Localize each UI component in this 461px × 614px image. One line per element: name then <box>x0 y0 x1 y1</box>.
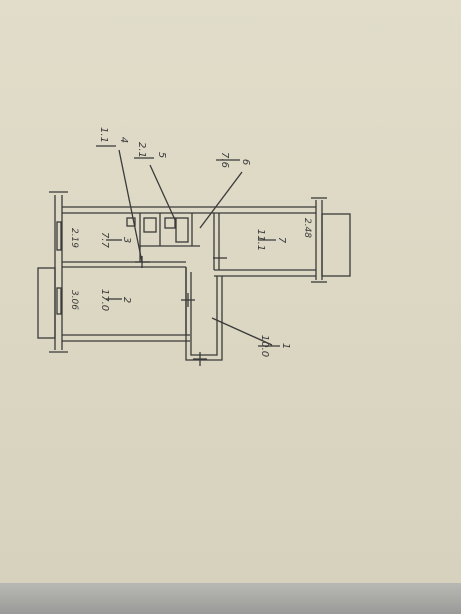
room-7-number: 7 <box>276 237 287 244</box>
room-2-number: 2 <box>121 297 132 303</box>
leader-room-1 <box>211 317 273 346</box>
room-1-number: 1 <box>280 343 291 349</box>
room-4-number: 4 <box>118 137 129 143</box>
leader-room-5 <box>149 164 177 223</box>
sink-fixture <box>126 217 136 227</box>
room-4-area: 1.1 <box>98 127 109 143</box>
room-5-area: 2.1 <box>136 142 147 158</box>
leader-room-4 <box>118 149 143 263</box>
room-3-area: 7.7 <box>99 232 110 249</box>
balcony-right <box>321 213 351 277</box>
bath-fixture <box>164 217 176 229</box>
leader-room-6 <box>199 171 243 229</box>
floor-plan-sheet <box>0 0 461 590</box>
window-kitchen <box>56 221 62 251</box>
dimension-bedroom-width: 2.48 <box>302 218 312 238</box>
room-7-area: 11.1 <box>255 229 266 251</box>
toilet-fixture <box>143 217 157 233</box>
corridor-outline <box>185 267 223 361</box>
room-2-area: 17.0 <box>99 289 110 311</box>
room-5-number: 5 <box>156 152 167 158</box>
balcony <box>37 267 56 339</box>
dimension-kitchen-width: 2.19 <box>69 228 79 248</box>
room-6-area: 7.6 <box>219 152 230 168</box>
desk-surface <box>0 583 461 614</box>
bathtub-fixture <box>175 217 189 243</box>
dimension-living-width: 3.06 <box>69 290 79 310</box>
room-3-number: 3 <box>121 237 132 243</box>
room-1-area: 10.0 <box>259 335 270 357</box>
window-living <box>56 287 62 315</box>
room-6-number: 6 <box>240 159 251 165</box>
corridor-outline-inner <box>190 272 218 356</box>
